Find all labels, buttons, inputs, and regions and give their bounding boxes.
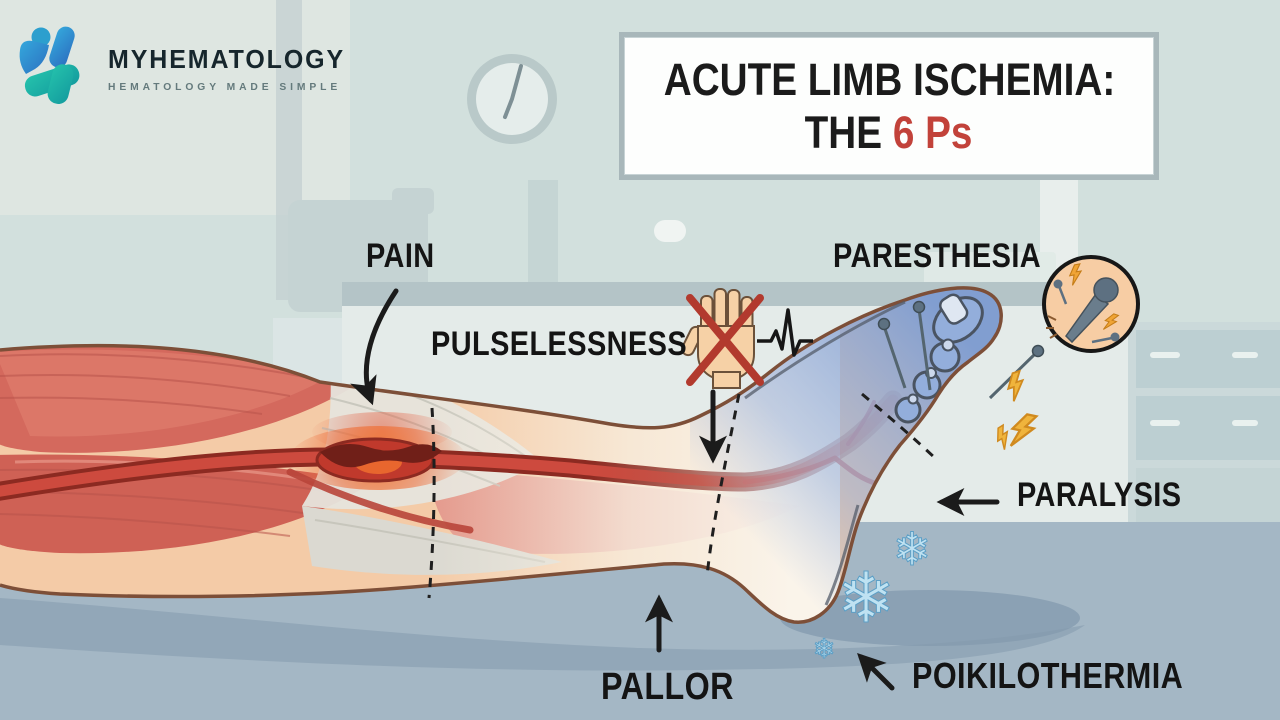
snowflake-icons: ❄ ❄ ❄ bbox=[812, 522, 932, 666]
title-line2-prefix: THE bbox=[805, 107, 883, 158]
iv-pole-silhouette bbox=[528, 180, 558, 288]
demarcation-lines bbox=[427, 392, 938, 599]
spark-marks bbox=[1046, 315, 1058, 339]
brand-text: MYHEMATOLOGY HEMATOLOGY MADE SIMPLE bbox=[108, 44, 355, 93]
foot-outline bbox=[744, 300, 906, 606]
drawer-handle bbox=[1232, 352, 1258, 358]
label-paresthesia: PARESTHESIA bbox=[833, 237, 1042, 275]
brand-logo: MYHEMATOLOGY HEMATOLOGY MADE SIMPLE bbox=[10, 24, 355, 112]
annotation-arrows bbox=[350, 288, 1000, 691]
brand-name: MYHEMATOLOGY bbox=[108, 43, 346, 74]
drawer-handle bbox=[1150, 352, 1180, 358]
title-line-2: THE 6 Ps bbox=[805, 106, 973, 159]
cabinet bbox=[1128, 322, 1280, 522]
snowflake-icon: ❄ bbox=[813, 634, 836, 665]
label-pulselessness: PULSELESSNESS bbox=[431, 325, 688, 363]
leg-shadow-band bbox=[0, 598, 1085, 671]
label-pallor: PALLOR bbox=[601, 666, 734, 708]
brand-tagline: HEMATOLOGY MADE SIMPLE bbox=[108, 80, 342, 93]
foot-shadow bbox=[780, 590, 1080, 646]
ankle-dashed-line bbox=[705, 393, 741, 577]
pain-arrow bbox=[350, 288, 399, 406]
snowflake-icon: ❄ bbox=[893, 522, 932, 576]
brand-logo-mark-icon bbox=[19, 26, 80, 104]
monitor-top bbox=[392, 188, 434, 214]
no-pulse-hand-icon bbox=[681, 288, 813, 389]
blood-clot bbox=[315, 437, 442, 483]
ecg-trace-icon bbox=[757, 308, 813, 357]
leg-outline bbox=[0, 286, 1003, 624]
label-pain: PAIN bbox=[366, 237, 435, 275]
red-x-icon bbox=[686, 294, 764, 386]
drawer-handle bbox=[1150, 420, 1180, 426]
label-paralysis: PARALYSIS bbox=[1017, 476, 1182, 514]
thigh-dashed-line bbox=[427, 407, 436, 599]
toes bbox=[894, 293, 984, 424]
drawer-handle bbox=[1232, 420, 1258, 426]
wall-shelf-spot bbox=[924, 252, 1056, 290]
label-poikilothermia: POIKILOTHERMIA bbox=[912, 655, 1184, 696]
title-line2-highlight: 6 Ps bbox=[893, 107, 973, 158]
snowflake-icon: ❄ bbox=[837, 557, 896, 639]
title-box: ACUTE LIMB ISCHEMIA: THE 6 Ps bbox=[619, 32, 1159, 180]
midfoot-dashed-line bbox=[861, 392, 938, 461]
title-line-1: ACUTE LIMB ISCHEMIA: bbox=[663, 53, 1115, 105]
clock-icon bbox=[467, 54, 557, 144]
wall-light-spot bbox=[654, 220, 686, 242]
poikilothermia-arrow bbox=[857, 653, 895, 691]
pin-needle-badge-icon bbox=[1042, 255, 1140, 353]
